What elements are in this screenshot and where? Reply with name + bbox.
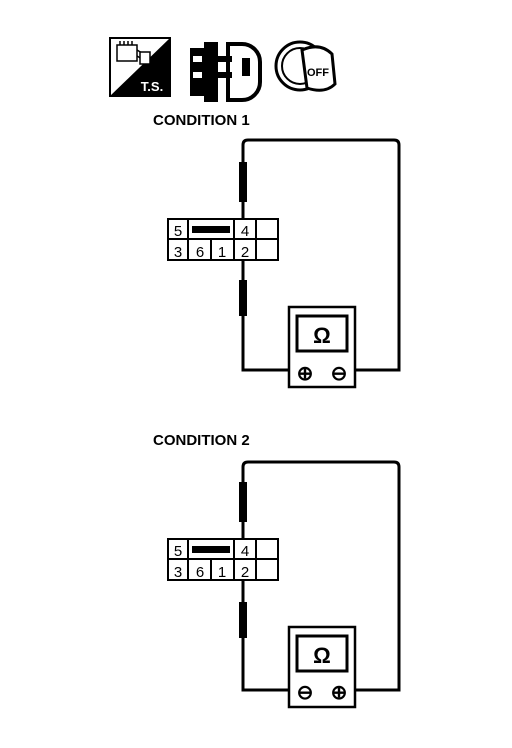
pin-6: 6: [196, 244, 204, 261]
pin-1: 1: [218, 564, 226, 581]
probe-wire-loop: [241, 460, 401, 692]
probe-lead-upper: [239, 482, 247, 522]
condition-2-title: CONDITION 2: [153, 432, 250, 449]
pin-5: 5: [174, 543, 182, 560]
trouble-shooting-icon: T.S.: [109, 37, 171, 97]
ohmmeter: Ω ⊖ ⊕: [287, 625, 357, 709]
meter-terminal-right: ⊕: [331, 682, 348, 704]
ts-label: T.S.: [141, 79, 163, 94]
pin-2: 2: [241, 564, 249, 581]
header-icons: T.S. OFF: [109, 37, 337, 102]
pin-4: 4: [241, 223, 249, 240]
probe-lead-upper: [239, 162, 247, 202]
condition-1: CONDITION 1 5 4 3 6 1 2 Ω: [153, 112, 401, 389]
condition-1-title: CONDITION 1: [153, 112, 250, 129]
ohm-symbol: Ω: [313, 643, 331, 668]
connector-face: 5 4 3 6 1 2: [167, 538, 279, 581]
condition-2: CONDITION 2 5 4 3 6 1 2 Ω ⊖ ⊕: [153, 432, 401, 709]
meter-terminal-left: ⊖: [297, 682, 314, 704]
pin-4: 4: [241, 543, 249, 560]
ignition-off-label: OFF: [307, 67, 329, 79]
connector-disconnect-icon: [190, 42, 262, 102]
ignition-off-icon: OFF: [274, 40, 337, 92]
meter-terminal-left: ⊕: [297, 363, 314, 385]
pin-3: 3: [174, 244, 182, 261]
probe-lead-lower: [239, 280, 247, 316]
probe-wire-loop: [241, 138, 401, 372]
pin-1: 1: [218, 244, 226, 261]
ohmmeter: Ω ⊕ ⊖: [287, 305, 357, 389]
meter-terminal-right: ⊖: [331, 363, 348, 385]
pin-3: 3: [174, 564, 182, 581]
pin-5: 5: [174, 223, 182, 240]
pin-2: 2: [241, 244, 249, 261]
probe-lead-lower: [239, 602, 247, 638]
ohm-symbol: Ω: [313, 323, 331, 348]
connector-face: 5 4 3 6 1 2: [167, 218, 279, 261]
pin-6: 6: [196, 564, 204, 581]
